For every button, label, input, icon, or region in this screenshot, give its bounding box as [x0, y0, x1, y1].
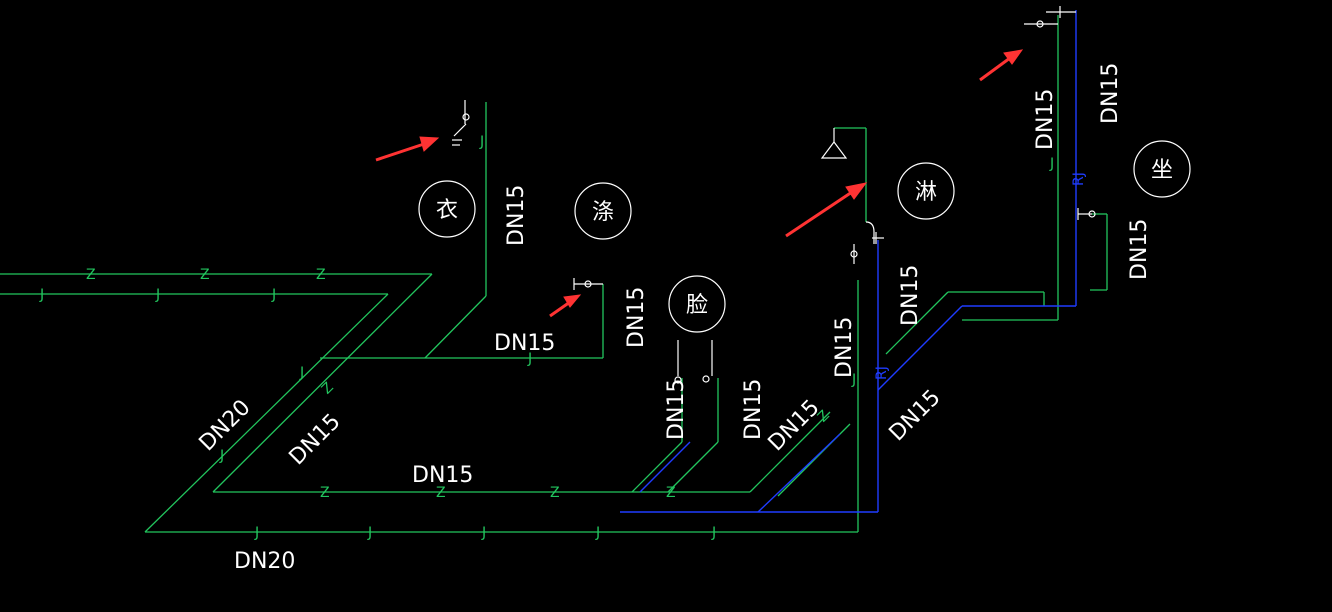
j-mark-6: J	[481, 525, 486, 541]
rj-mark-shower: RJ	[874, 366, 890, 380]
label-dn15-shower-vert: DN15	[832, 317, 857, 378]
fixture-circle-lian	[668, 275, 726, 333]
faucet-yi-spout	[453, 123, 467, 137]
fixture-circle-yi	[418, 180, 476, 238]
arrow-top	[979, 49, 1024, 82]
z-mark-4: Z	[320, 485, 330, 501]
lian-left-diag	[631, 441, 683, 493]
valve-zuo	[1088, 210, 1096, 218]
j-mark-1: J	[39, 287, 44, 303]
green-pipes	[0, 15, 1108, 533]
riser-yi-diag	[424, 295, 487, 359]
valve-yi	[462, 113, 470, 121]
pipe-z-diag	[212, 273, 433, 493]
j-mark-9: J	[527, 351, 532, 367]
j-mark-2: J	[155, 287, 160, 303]
label-dn15-top-right: DN15	[1098, 63, 1123, 124]
j-mark-shower: J	[851, 372, 856, 388]
blue-diag-mid	[757, 433, 841, 513]
label-dn15-basin-left: DN15	[664, 379, 689, 440]
diag-right-green	[885, 291, 949, 355]
j-mark-top: J	[1049, 156, 1054, 172]
j-mark-8: J	[711, 525, 716, 541]
red-arrows	[375, 49, 1024, 318]
z-mark-1: Z	[86, 267, 96, 283]
z-mark-7: Z	[666, 485, 676, 501]
fixture-circle-di	[574, 182, 632, 240]
blue-pipes	[620, 10, 1077, 513]
fixture-lian-label: 脸	[686, 293, 708, 318]
j-mark-diag: J	[219, 448, 224, 464]
label-dn15-lian: DN15	[624, 287, 649, 348]
fixture-circle-zuo	[1133, 140, 1191, 198]
arrow-di	[549, 294, 582, 318]
j-mark-5: J	[367, 525, 372, 541]
fixture-text: 衣 涤 脸 淋 坐	[436, 158, 1173, 318]
rj-marks: RJ RJ	[874, 172, 1087, 380]
fixture-zuo-label: 坐	[1151, 158, 1173, 183]
label-dn15-shower-right: DN15	[898, 265, 923, 326]
fixture-yi-label: 衣	[436, 198, 458, 223]
valve-shower-left	[850, 250, 858, 258]
j-mark-7: J	[595, 525, 600, 541]
rj-mark-top: RJ	[1071, 172, 1087, 186]
j-mark-yi: J	[479, 134, 484, 150]
j-mark-4: J	[254, 525, 259, 541]
blue-lian-diag	[639, 441, 691, 493]
label-dn15-basin-right: DN15	[741, 379, 766, 440]
j-mark-10: J	[299, 365, 304, 381]
valve-lian-right	[702, 375, 710, 383]
valve-top	[1036, 20, 1044, 28]
pipe-j-diag	[144, 293, 389, 533]
blue-diag-right	[877, 305, 963, 391]
label-dn15-branch: DN15	[494, 331, 555, 356]
label-dn15-riser-yi: DN15	[504, 185, 529, 246]
diag-mid-1	[749, 411, 831, 493]
fixture-lin-label: 淋	[915, 180, 937, 205]
arrow-yi	[375, 136, 440, 162]
fixture-di-label: 涤	[592, 200, 614, 225]
label-dn15-top-left: DN15	[1033, 89, 1058, 150]
valve-lian-left	[674, 376, 682, 384]
z-mark-5: Z	[436, 485, 446, 501]
z-mark-3: Z	[316, 267, 326, 283]
j-mark-3: J	[271, 287, 276, 303]
fixture-circle-lin	[897, 162, 955, 220]
lian-right-diag	[667, 441, 719, 493]
arrow-shower	[785, 182, 868, 238]
z-mark-2: Z	[200, 267, 210, 283]
fixture-symbols	[418, 6, 1191, 384]
valve-di	[584, 280, 592, 288]
label-dn20-bottom: DN20	[234, 549, 295, 574]
shower-mixer	[865, 221, 875, 244]
label-dn15-horizontal: DN15	[412, 463, 473, 488]
label-dn15-zuo: DN15	[1127, 219, 1152, 280]
pipe-marks: Z Z Z J J J Z Z Z Z J J J J J J J J Z Z …	[39, 134, 1054, 541]
z-mark-6: Z	[550, 485, 560, 501]
shower-head	[820, 141, 848, 159]
